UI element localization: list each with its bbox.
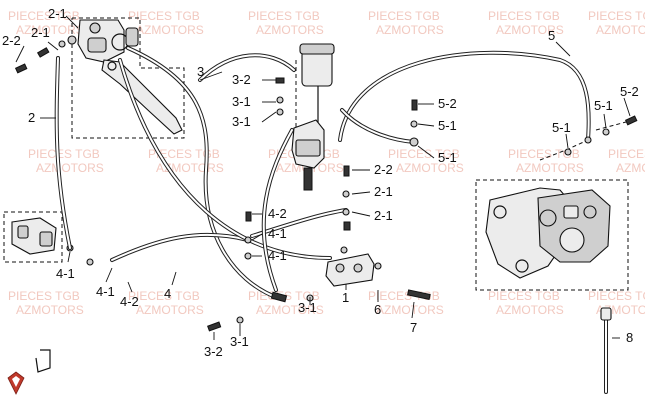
watermark-text: AZMOTORS — [516, 161, 584, 175]
brake-caliper — [475, 179, 629, 291]
callout-label: 2-1 — [48, 6, 67, 21]
callout-label: 3-2 — [232, 72, 251, 87]
callout-label: 3 — [197, 64, 204, 79]
watermark-text: AZMOTORS — [376, 23, 444, 37]
callout-label: 5-1 — [552, 120, 571, 135]
watermark-text: PIECES TGB — [588, 289, 645, 303]
watermark-text: AZMOTORS — [36, 161, 104, 175]
callout-label: 5-1 — [438, 118, 457, 133]
callout-label: 8 — [626, 330, 633, 345]
watermark-text: PIECES TGB — [368, 9, 440, 23]
callout-label: 2-1 — [31, 25, 50, 40]
watermark-text: PIECES TGB — [488, 9, 560, 23]
watermark-text: PIECES TGB — [8, 289, 80, 303]
lock-assembly — [3, 211, 94, 266]
brand-logo — [7, 371, 25, 395]
callout-label: 2 — [28, 110, 35, 125]
watermark-text: AZMOTORS — [396, 161, 464, 175]
callout-label: 4-1 — [268, 248, 287, 263]
callout-label: 3-1 — [232, 114, 251, 129]
watermark-text: AZMOTORS — [616, 161, 645, 175]
watermark-text: AZMOTORS — [136, 23, 204, 37]
callout-label: 1 — [342, 290, 349, 305]
watermark-text: AZMOTORS — [256, 23, 324, 37]
watermark-text: AZMOTORS — [256, 303, 324, 317]
watermark-text: AZMOTORS — [16, 23, 84, 37]
callout-label: 6 — [374, 302, 381, 317]
callout-labels: 2-1 2-2 2-1 2 3 3-2 3-1 3-1 4-2 4-1 4-1 … — [2, 6, 639, 359]
callout-label: 5 — [548, 28, 555, 43]
master-cylinder-assembly — [36, 17, 185, 139]
watermark-text: PIECES TGB — [128, 9, 200, 23]
callout-label: 2-2 — [2, 33, 21, 48]
watermark-text: AZMOTORS — [376, 303, 444, 317]
callout-label: 3-1 — [232, 94, 251, 109]
callout-label: 2-2 — [374, 162, 393, 177]
watermark-text: AZMOTORS — [136, 303, 204, 317]
callout-label: 7 — [410, 320, 417, 335]
callout-label: 2-1 — [374, 184, 393, 199]
callout-label: 3-1 — [298, 300, 317, 315]
watermark-text: AZMOTORS — [496, 23, 564, 37]
reservoir-assembly — [275, 43, 335, 191]
watermark-text: PIECES TGB — [148, 147, 220, 161]
watermark-text: AZMOTORS — [596, 23, 645, 37]
callout-label: 4-2 — [268, 206, 287, 221]
callout-label: 2-1 — [374, 208, 393, 223]
watermark-text: PIECES TGB — [128, 289, 200, 303]
callout-label: 4-1 — [56, 266, 75, 281]
callout-label: 5-2 — [620, 84, 639, 99]
watermark-text: AZMOTORS — [16, 303, 84, 317]
callout-label: 3-1 — [230, 334, 249, 349]
bracket-part — [35, 349, 51, 373]
watermark-text: PIECES TGB — [488, 289, 560, 303]
watermark-text: AZMOTORS — [496, 303, 564, 317]
callout-leaders — [15, 15, 631, 340]
callout-label: 3-2 — [204, 344, 223, 359]
watermark-text: PIECES TGB — [248, 9, 320, 23]
callout-label: 4-1 — [96, 284, 115, 299]
callout-label: 4-1 — [268, 226, 287, 241]
watermark-text: PIECES TGB — [8, 9, 80, 23]
callout-label: 4-2 — [120, 294, 139, 309]
watermark-text: PIECES TGB — [28, 147, 100, 161]
brake-hoses — [54, 46, 627, 394]
hose-fittings — [14, 63, 638, 303]
callout-label: 5-1 — [594, 98, 613, 113]
callout-label: 4 — [164, 286, 171, 301]
callout-label: 5-2 — [438, 96, 457, 111]
watermark-text: PIECES TGB — [588, 9, 645, 23]
watermark-text: PIECES TGB — [388, 147, 460, 161]
watermark-text: PIECES TGB — [608, 147, 645, 161]
callout-label: 5-1 — [438, 150, 457, 165]
watermark-text: PIECES TGB — [508, 147, 580, 161]
